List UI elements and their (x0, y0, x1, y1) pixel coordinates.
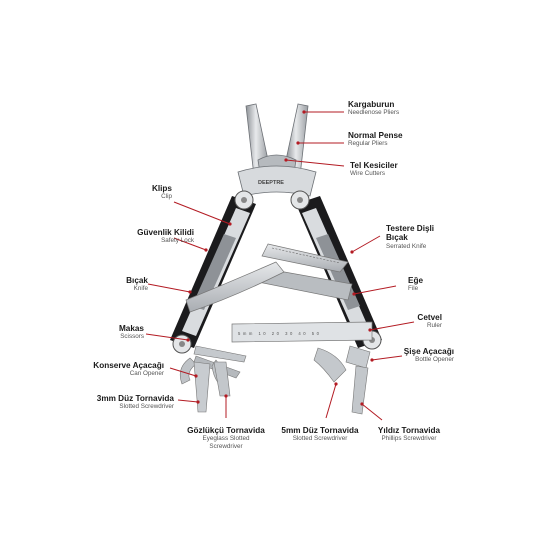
label-eyeglass-tr: Gözlükçü Tornavida (187, 426, 265, 435)
label-regular-tr: Normal Pense (348, 131, 403, 140)
label-ruler-en: Ruler (426, 322, 442, 330)
can-opener-tool (179, 357, 197, 385)
label-can-tr: Konserve Açacağı (93, 361, 164, 370)
label-can-en: Can Opener (129, 370, 164, 378)
label-regular-pliers: Normal Pense Regular Pliers (348, 131, 403, 148)
label-slot5-tr: 5mm Düz Tornavida (281, 426, 359, 435)
brand-logo: DEEPTRE (258, 180, 284, 186)
bottle-opener-tool (345, 345, 371, 369)
label-can-opener: Konserve Açacağı Can Opener (93, 361, 164, 378)
label-bottle-en: Bottle Opener (415, 356, 454, 364)
label-ruler: Cetvel Ruler (417, 313, 442, 330)
label-safety-en: Safety Lock (161, 237, 194, 245)
label-clip: Klips Clip (152, 184, 172, 201)
label-wire-cutters: Tel Kesiciler Wire Cutters (350, 161, 398, 178)
knife-blade (185, 261, 285, 313)
label-bottle-opener: Şişe Açacağı Bottle Opener (404, 347, 454, 364)
phillips-screwdriver-tool (351, 365, 369, 415)
label-slot3-tr: 3mm Düz Tornavida (96, 394, 174, 403)
label-safety-lock: Güvenlik Kilidi Safety Lock (137, 228, 194, 245)
label-file-tr: Eğe (408, 276, 424, 285)
label-knife-tr: Bıçak (126, 276, 148, 285)
label-needlenose-pliers: Kargaburun Needlenose Pliers (348, 100, 399, 117)
label-knife: Bıçak Knife (126, 276, 148, 293)
label-clip-tr: Klips (151, 184, 172, 193)
label-slot5-en: Slotted Screwdriver (292, 435, 348, 443)
label-slotted-3mm: 3mm Düz Tornavida Slotted Screwdriver (97, 394, 174, 411)
label-needlenose-en: Needlenose Pliers (348, 109, 400, 117)
label-serrated-en: Serrated Knife (386, 242, 427, 250)
label-regular-en: Regular Pliers (348, 140, 388, 148)
label-slotted-5mm: 5mm Düz Tornavida Slotted Screwdriver (280, 426, 360, 443)
label-scissors-en: Scissors (120, 333, 144, 341)
label-file: Eğe File (408, 276, 423, 293)
label-slot3-en: Slotted Screwdriver (119, 403, 174, 411)
serrated-knife-blade (261, 243, 349, 273)
screwdriver-3mm-tool (193, 361, 211, 413)
label-eyeglass-en: Eyeglass Slotted Screwdriver (202, 435, 250, 450)
label-wire-en: Wire Cutters (350, 170, 385, 178)
label-phillips-screwdriver: Yıldız Tornavida Phillips Screwdriver (364, 426, 454, 443)
eyeglass-screwdriver-tool (213, 361, 231, 397)
label-ruler-tr: Cetvel (417, 313, 442, 322)
label-wire-tr: Tel Kesiciler (350, 161, 398, 170)
ruler-marks: 5mm 10 20 30 40 50 (238, 331, 321, 336)
leader-lines (145, 110, 415, 421)
label-serrated-tr: Testere Dişli Bıçak (386, 224, 435, 243)
label-scissors: Makas Scissors (119, 324, 144, 341)
label-bottle-tr: Şişe Açacağı (403, 347, 454, 356)
label-serrated-knife: Testere Dişli Bıçak Serrated Knife (386, 224, 456, 250)
label-scissors-tr: Makas (118, 324, 144, 333)
label-clip-en: Clip (161, 193, 172, 201)
label-safety-tr: Güvenlik Kilidi (137, 228, 194, 237)
label-eyeglass-screwdriver: Gözlükçü Tornavida Eyeglass Slotted Scre… (186, 426, 266, 450)
label-knife-en: Knife (133, 285, 148, 293)
label-phillips-tr: Yıldız Tornavida (377, 426, 441, 435)
screwdriver-5mm-tool (313, 347, 347, 383)
head-plate: DEEPTRE (237, 165, 317, 197)
ruler-bar: 5mm 10 20 30 40 50 (231, 321, 373, 343)
label-file-en: File (408, 285, 419, 293)
label-needlenose-tr: Kargaburun (348, 100, 395, 109)
label-phillips-en: Phillips Screwdriver (381, 435, 437, 443)
